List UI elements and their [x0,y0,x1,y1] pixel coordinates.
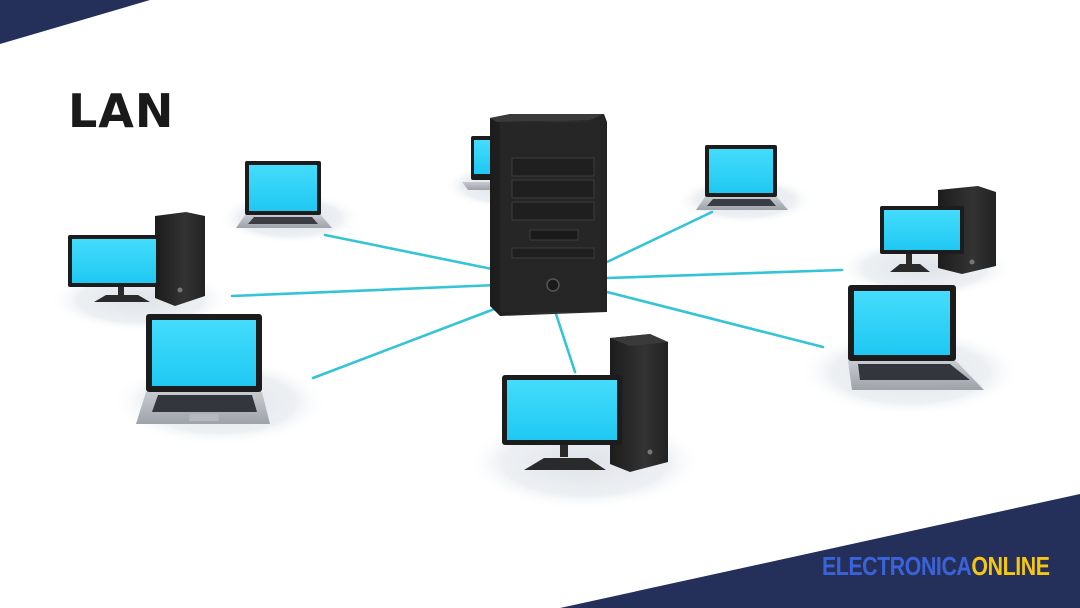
laptop-upper-left [236,161,332,228]
desktop-right [880,186,996,274]
cable-right [605,268,844,280]
desktop-left [68,212,205,306]
laptop-upper-right [696,145,788,210]
network-cables [230,210,844,380]
server [490,114,607,316]
brand-logo-part1: ELECTRONICA [822,551,972,581]
top-left-band [0,0,150,44]
cable-left [230,283,499,298]
laptop-lower-right [848,285,984,390]
cable-bottom [554,312,577,374]
cable-lower-left [311,306,499,380]
cable-lower-right [605,290,825,349]
laptop-lower-left [136,314,270,424]
brand-logo-part2: ONLINE [971,551,1051,581]
diagram-title: LAN [68,84,175,138]
cable-upper-right [605,210,714,264]
cable-upper-left [323,233,499,272]
brand-logo: ELECTRONICAONLINE [822,551,1050,582]
desktop-bottom-center [502,334,668,472]
bottom-right-band [560,494,1080,608]
